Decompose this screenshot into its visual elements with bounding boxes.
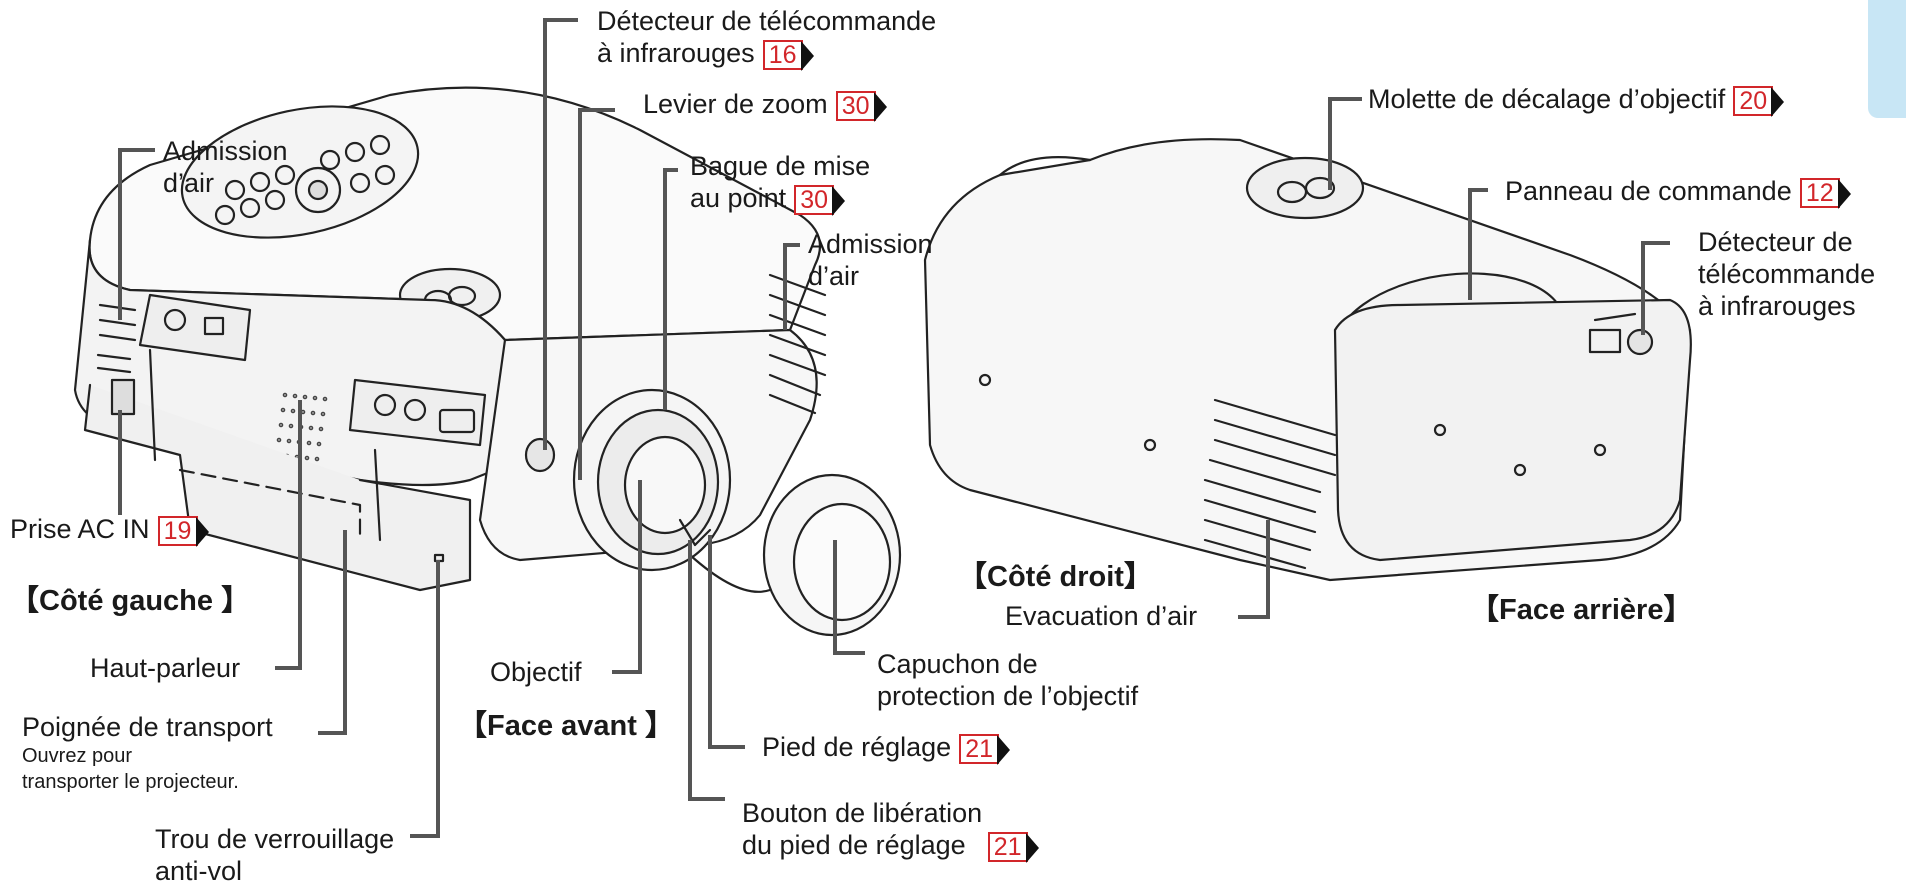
arrow-right-icon (1025, 833, 1039, 864)
projector-right-rear (923, 138, 1692, 582)
label-lock-hole: Trou de verrouillage anti-vol (155, 824, 395, 886)
page-ref-badge: 16 (762, 38, 814, 72)
label-exhaust: Evacuation d’air (1005, 601, 1198, 631)
page-ref-badge: 12 (1799, 176, 1851, 210)
view-title-left-side: 【Côté gauche 】 (10, 585, 251, 617)
page-ref-badge: 21 (959, 732, 1011, 766)
view-title-rear: 【Face arrière】 (1470, 594, 1693, 626)
label-air-intake-front: Admission d’air (808, 229, 933, 291)
label-lens-cap: Capuchon de protection de l’objectif (877, 649, 1139, 711)
label-speaker: Haut-parleur (90, 653, 241, 683)
label-air-intake-left: Admission d’air (163, 136, 288, 198)
arrow-right-icon (1837, 179, 1851, 210)
view-title-right-side: 【Côté droit】 (958, 561, 1153, 593)
arrow-right-icon (195, 517, 209, 548)
page-ref-badge: 30 (794, 183, 846, 217)
label-carry-handle: Poignée de transport Ouvrez pour transpo… (22, 712, 273, 793)
arrow-right-icon (832, 186, 846, 217)
arrow-right-icon (1771, 87, 1785, 118)
page-ref-badge: 19 (157, 514, 209, 548)
label-lens: Objectif (490, 657, 582, 687)
page-ref-badge: 30 (835, 89, 887, 123)
section-tab (1868, 0, 1906, 118)
projector-left-front (73, 86, 902, 637)
arrow-right-icon (997, 735, 1011, 766)
view-title-front: 【Face avant 】 (458, 710, 674, 742)
label-ir-detector-rear: Détecteur de télécommande à infrarouges (1698, 227, 1876, 321)
arrow-right-icon (800, 41, 814, 72)
page-ref-badge: 21 (987, 830, 1039, 864)
page-ref-badge: 20 (1733, 84, 1785, 118)
leader-lines (118, 18, 1670, 838)
arrow-right-icon (873, 92, 887, 123)
